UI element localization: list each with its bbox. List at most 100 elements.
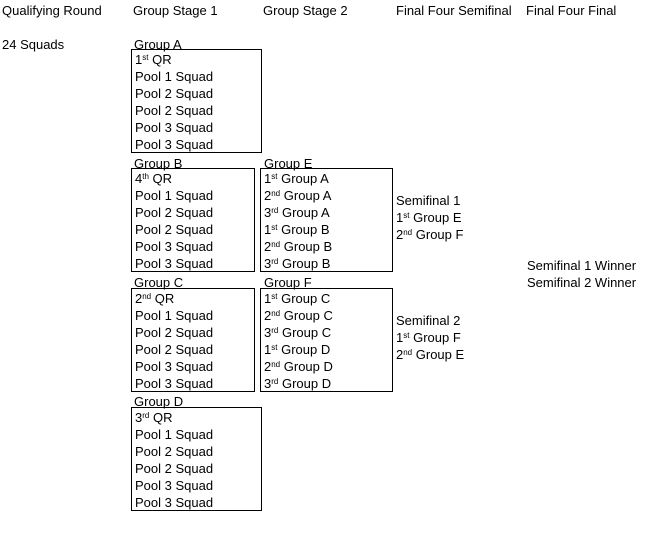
semifinal-1-line: 2nd Group F <box>396 226 463 243</box>
group-e-row: 1st Group A <box>261 170 392 187</box>
group-c-row: Pool 2 Squad <box>132 341 254 358</box>
group-a-row: Pool 1 Squad <box>132 68 261 85</box>
ordinal-suffix: st <box>271 292 278 301</box>
row-text: Pool 3 Squad <box>135 495 214 510</box>
ordinal-suffix: nd <box>403 348 413 357</box>
group-f-row: 1st Group C <box>261 290 392 307</box>
row-text: Group E <box>412 347 465 362</box>
row-text: Group D <box>278 376 332 391</box>
ordinal-suffix: st <box>271 223 278 232</box>
ordinal-suffix: rd <box>271 206 279 215</box>
group-d-row: Pool 3 Squad <box>132 494 261 511</box>
row-text: 1 <box>264 291 272 306</box>
row-text: Group D <box>277 342 331 357</box>
group-f-row: 1st Group D <box>261 341 392 358</box>
row-text: Pool 1 Squad <box>135 188 214 203</box>
group-d-row: Pool 2 Squad <box>132 460 261 477</box>
row-text: Pool 2 Squad <box>135 222 214 237</box>
row-text: Group B <box>277 222 330 237</box>
row-text: Pool 2 Squad <box>135 325 214 340</box>
row-text: Semifinal 1 Winner <box>527 258 637 273</box>
row-text: Group A <box>280 188 332 203</box>
group-c-row: 2nd QR <box>132 290 254 307</box>
group-d-row: Pool 2 Squad <box>132 443 261 460</box>
row-text: 1 <box>396 330 404 345</box>
group-c-row: Pool 2 Squad <box>132 324 254 341</box>
group-f-row: 3rd Group C <box>261 324 392 341</box>
ordinal-suffix: st <box>403 211 410 220</box>
group-b-row: 4th QR <box>132 170 254 187</box>
group-d-row: 3rd QR <box>132 409 261 426</box>
row-text: Pool 3 Squad <box>135 478 214 493</box>
group-c-row: Pool 3 Squad <box>132 375 254 392</box>
row-text: Pool 2 Squad <box>135 86 214 101</box>
group-a-row: Pool 2 Squad <box>132 85 261 102</box>
row-text: 2 <box>264 188 272 203</box>
squads-count: 24 Squads <box>2 37 65 52</box>
group-f-row: 2nd Group D <box>261 358 392 375</box>
row-text: 2 <box>264 359 272 374</box>
row-text: QR <box>148 52 172 67</box>
row-text: 3 <box>264 376 272 391</box>
row-text: Pool 1 Squad <box>135 427 214 442</box>
row-text: 2 <box>264 308 272 323</box>
row-text: Group A <box>278 205 330 220</box>
group-a-row: Pool 3 Squad <box>132 119 261 136</box>
group-a-row: 1st QR <box>132 51 261 68</box>
ordinal-suffix: st <box>403 331 410 340</box>
semifinal-1-line: 1st Group E <box>396 209 463 226</box>
row-text: 1 <box>264 171 272 186</box>
final-winner-line: Semifinal 2 Winner <box>527 274 636 291</box>
group-b-row: Pool 1 Squad <box>132 187 254 204</box>
group-b-row: Pool 2 Squad <box>132 204 254 221</box>
group-b-row: Pool 2 Squad <box>132 221 254 238</box>
row-text: 3 <box>264 205 272 220</box>
group-e-label: Group E <box>264 156 313 171</box>
row-text: Group C <box>280 308 333 323</box>
group-d-row: Pool 3 Squad <box>132 477 261 494</box>
row-text: Group B <box>278 256 331 271</box>
row-text: Pool 3 Squad <box>135 239 214 254</box>
row-text: 1 <box>135 52 143 67</box>
row-text: 2 <box>135 291 143 306</box>
row-text: Pool 2 Squad <box>135 342 214 357</box>
row-text: Pool 2 Squad <box>135 205 214 220</box>
row-text: QR <box>148 171 173 186</box>
row-text: 4 <box>135 171 143 186</box>
group-a-row: Pool 3 Squad <box>132 136 261 153</box>
group-c-row: Pool 1 Squad <box>132 307 254 324</box>
column-header-final-four-final: Final Four Final <box>526 3 617 18</box>
ordinal-suffix: rd <box>142 411 150 420</box>
row-text: 1 <box>264 342 272 357</box>
ordinal-suffix: nd <box>142 292 152 301</box>
row-text: 1 <box>396 210 404 225</box>
group-f-label: Group F <box>264 275 312 290</box>
row-text: 3 <box>264 325 272 340</box>
ordinal-suffix: th <box>142 172 149 181</box>
group-e-row: 3rd Group B <box>261 255 392 272</box>
row-text: Group F <box>412 227 464 242</box>
row-text: Group C <box>277 291 331 306</box>
row-text: Semifinal 1 <box>396 193 461 208</box>
ordinal-suffix: st <box>271 172 278 181</box>
row-text: Group E <box>409 210 462 225</box>
group-d-row: Pool 1 Squad <box>132 426 261 443</box>
ordinal-suffix: nd <box>403 228 413 237</box>
row-text: Group F <box>409 330 461 345</box>
row-text: Semifinal 2 Winner <box>527 275 637 290</box>
ordinal-suffix: rd <box>271 326 279 335</box>
semifinal-2-line: 1st Group F <box>396 329 464 346</box>
row-text: Pool 3 Squad <box>135 120 214 135</box>
row-text: Group D <box>280 359 333 374</box>
group-e-row: 1st Group B <box>261 221 392 238</box>
ordinal-suffix: nd <box>271 360 281 369</box>
row-text: Pool 3 Squad <box>135 137 214 152</box>
